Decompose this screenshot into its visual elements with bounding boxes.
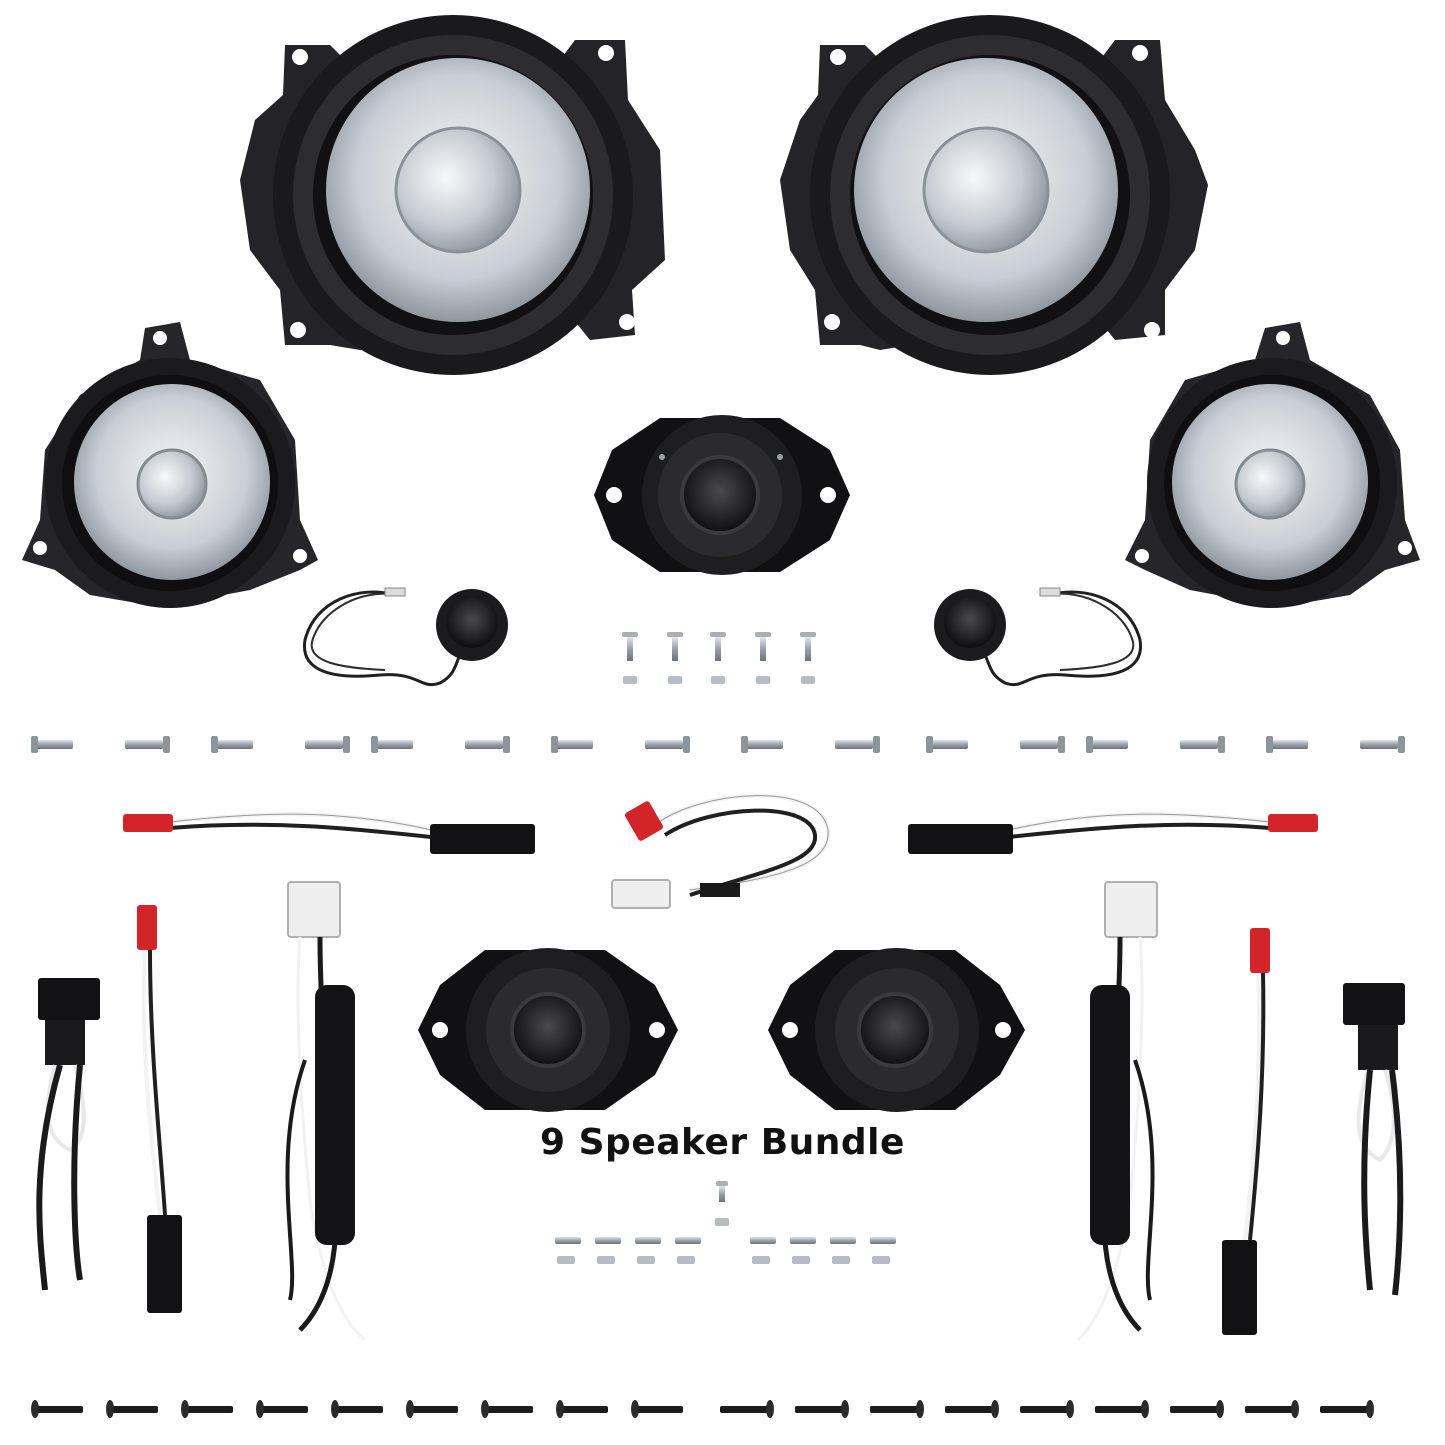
screw <box>631 1400 683 1418</box>
screw <box>555 1237 581 1264</box>
screw <box>1320 1400 1374 1418</box>
screw <box>710 632 726 684</box>
large-woofer-right <box>780 15 1208 375</box>
black-screws-row <box>31 1400 1374 1418</box>
screw <box>667 632 683 684</box>
screw <box>715 1181 729 1226</box>
screw <box>465 736 510 753</box>
harness-vertical-left-1 <box>36 978 100 1291</box>
screw <box>790 1237 816 1264</box>
screw <box>305 736 350 753</box>
machine-screws-upper <box>622 632 816 684</box>
screw <box>181 1400 233 1418</box>
screw <box>635 1237 661 1264</box>
dome-tweeter-left <box>302 587 508 686</box>
harness-vertical-left-2 <box>137 905 182 1313</box>
mid-woofer-left <box>22 322 318 608</box>
screw <box>741 736 783 753</box>
harness-horizontal-left <box>123 812 535 854</box>
screw <box>595 1237 621 1264</box>
screw <box>331 1400 383 1418</box>
screw <box>1020 1400 1074 1418</box>
screw <box>830 1237 856 1264</box>
screw <box>1266 736 1308 753</box>
harness-vertical-right-1 <box>1076 881 1158 1342</box>
harness-vertical-right-2 <box>1222 928 1270 1335</box>
harness-vertical-right-3 <box>1343 983 1405 1296</box>
dome-tweeter-right <box>934 587 1143 686</box>
sheet-metal-screws-row <box>31 736 1405 753</box>
screw <box>870 1400 924 1418</box>
center-tweeter <box>594 415 850 575</box>
screw <box>945 1400 999 1418</box>
screw <box>750 1237 776 1264</box>
screw <box>795 1400 849 1418</box>
screw <box>1170 1400 1224 1418</box>
screw <box>406 1400 458 1418</box>
screw <box>106 1400 158 1418</box>
screw <box>556 1400 608 1418</box>
screw <box>926 736 968 753</box>
screw <box>1180 736 1225 753</box>
lower-tweeter-right <box>768 948 1025 1112</box>
screw <box>1095 1400 1149 1418</box>
screw <box>1245 1400 1299 1418</box>
bundle-caption: 9 Speaker Bundle <box>540 1122 905 1163</box>
harness-horizontal-right <box>908 812 1318 854</box>
screw <box>551 736 593 753</box>
screw <box>211 736 253 753</box>
large-woofer-left <box>240 15 665 375</box>
screw <box>31 1400 83 1418</box>
screw <box>720 1400 774 1418</box>
screw <box>371 736 413 753</box>
screw <box>256 1400 308 1418</box>
screw <box>1086 736 1128 753</box>
lower-tweeter-left <box>418 948 678 1112</box>
screw <box>675 1237 701 1264</box>
screw <box>800 632 816 684</box>
mid-woofer-right <box>1125 322 1420 608</box>
harness-vertical-left-3 <box>285 881 366 1342</box>
machine-screws-lower <box>555 1181 896 1264</box>
harness-center-adapter <box>611 793 831 909</box>
screw <box>481 1400 533 1418</box>
screw <box>835 736 880 753</box>
screw <box>870 1237 896 1264</box>
screw <box>645 736 690 753</box>
screw <box>622 632 638 684</box>
screw <box>31 736 73 753</box>
screw <box>1360 736 1405 753</box>
screw <box>125 736 170 753</box>
screw <box>1020 736 1065 753</box>
screw <box>755 632 771 684</box>
